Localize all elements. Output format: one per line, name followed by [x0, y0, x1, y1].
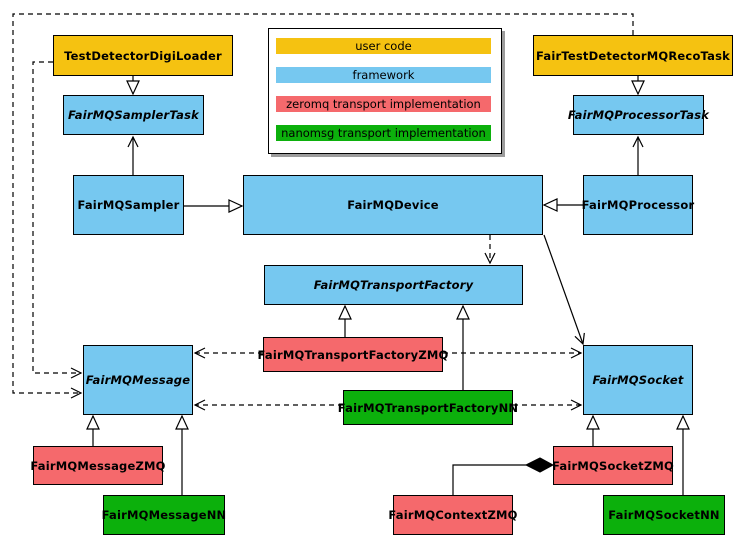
- legend-item-nanomsg: nanomsg transport implementation: [276, 125, 491, 141]
- node-label: FairMQSocket: [592, 373, 684, 387]
- node-label: FairMQProcessorTask: [567, 108, 710, 122]
- node-label: FairMQTransportFactoryNN: [337, 400, 519, 415]
- edge-association-device-socket: [543, 234, 585, 346]
- composition-diamond: [524, 457, 555, 473]
- node-label: FairMQSamplerTask: [68, 108, 199, 122]
- node-fairmqcontextzmq: FairMQContextZMQ: [388, 495, 517, 535]
- node-label: FairMQProcessor: [581, 198, 695, 212]
- node-fairmqtransportfactoryzmq: FairMQTransportFactoryZMQ: [258, 337, 448, 372]
- node-fairmqdevice: FairMQDevice: [243, 175, 543, 235]
- node-fairmqmessage: FairMQMessage: [83, 345, 193, 415]
- node-label: FairMQContextZMQ: [388, 508, 518, 522]
- node-label: TestDetectorDigiLoader: [64, 48, 222, 63]
- node-testdetectordigiloader: TestDetectorDigiLoader: [53, 35, 233, 76]
- node-fairmqsocketnn: FairMQSocketNN: [603, 495, 725, 535]
- node-fairmqsocketzmq: FairMQSocketZMQ: [552, 446, 674, 485]
- node-fairmqmessagenn: FairMQMessageNN: [101, 495, 227, 535]
- legend-item-user-code: user code: [276, 38, 491, 54]
- node-label: FairMQDevice: [347, 198, 439, 212]
- node-fairmqmessagezmq: FairMQMessageZMQ: [30, 446, 166, 485]
- node-fairmqsocket: FairMQSocket: [583, 345, 693, 415]
- node-fairmqprocessor: FairMQProcessor: [581, 175, 695, 235]
- node-label: FairMQSampler: [77, 198, 180, 212]
- edge-composition-socketzmq-contextzmq: [452, 457, 555, 495]
- node-label: FairMQMessageNN: [101, 508, 227, 522]
- edge-dependency-digiloader-message: [32, 61, 83, 379]
- legend-item-zeromq: zeromq transport implementation: [276, 96, 491, 112]
- node-label: FairMQMessageZMQ: [30, 458, 166, 473]
- edge-dependency-recotask-message: [12, 13, 634, 399]
- node-label: FairMQTransportFactoryZMQ: [257, 347, 449, 362]
- node-label: FairMQSocketZMQ: [552, 458, 674, 473]
- legend-box: user code framework zeromq transport imp…: [268, 28, 502, 154]
- node-label: FairMQMessage: [85, 373, 191, 387]
- node-fairmqtransportfactory: FairMQTransportFactory: [264, 265, 523, 305]
- node-fairmqtransportfactorynn: FairMQTransportFactoryNN: [338, 390, 518, 425]
- node-fairtestdetectormqrecotask: FairTestDetectorMQRecoTask: [533, 35, 733, 76]
- node-label: FairMQTransportFactory: [313, 278, 474, 292]
- node-fairmqsamplertask: FairMQSamplerTask: [63, 95, 204, 135]
- node-fairmqsampler: FairMQSampler: [73, 175, 184, 235]
- node-label: FairMQSocketNN: [608, 508, 720, 522]
- node-fairmqprocessortask: FairMQProcessorTask: [568, 95, 709, 135]
- node-label: FairTestDetectorMQRecoTask: [536, 48, 730, 63]
- legend-item-framework: framework: [276, 67, 491, 83]
